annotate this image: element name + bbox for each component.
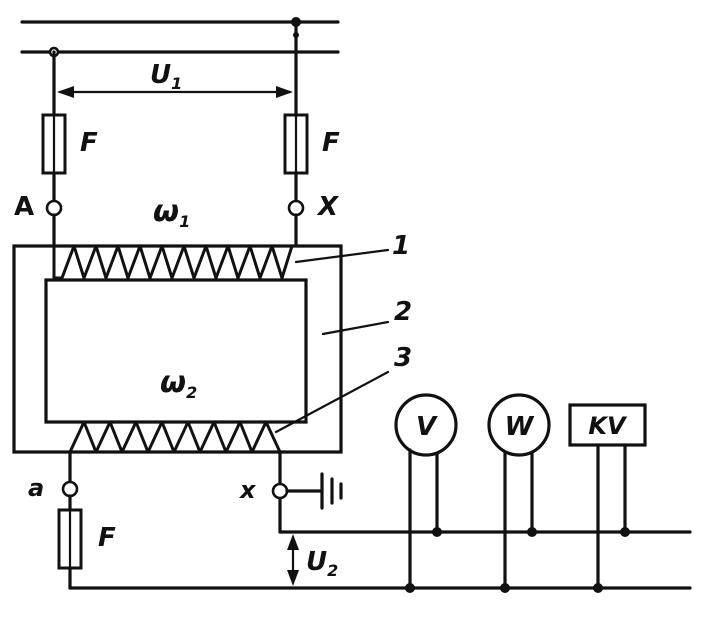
callout-1-leader <box>294 248 390 264</box>
terminal-x <box>271 482 289 500</box>
terminal-A <box>45 199 63 217</box>
voltmeter-label: V <box>416 412 438 442</box>
kilovoltmeter <box>568 403 647 447</box>
u1-arrow-head-left <box>57 86 74 98</box>
callout-2-leader <box>321 320 390 336</box>
junction-dot <box>500 583 510 593</box>
fuse-label-secondary: F <box>98 523 116 553</box>
u2-label: U2 <box>306 547 338 580</box>
terminal-X-label: X <box>316 192 340 222</box>
callout-3: 3 <box>394 343 412 373</box>
terminal-X <box>287 199 305 217</box>
kilovoltmeter-label: KV <box>588 412 628 440</box>
magnetic-core <box>12 244 343 454</box>
callout-3-leader <box>274 370 390 434</box>
callout-1: 1 <box>392 231 410 261</box>
u1-label: U1 <box>150 60 182 93</box>
terminal-A-label: A <box>14 192 34 222</box>
fuse-label-left: F <box>80 128 98 158</box>
junction-dot <box>620 527 630 537</box>
wattmeter <box>487 393 551 457</box>
junction-dot <box>527 527 537 537</box>
u2-arrow-head-up <box>287 534 299 550</box>
wattmeter-label: W <box>505 412 535 442</box>
terminal-a <box>61 480 79 498</box>
winding-primary-label: ω1 <box>153 194 190 231</box>
junction-dot <box>405 583 415 593</box>
u1-arrow-head-right <box>276 86 293 98</box>
fuse-label-right: F <box>322 128 340 158</box>
u2-arrow-head-down <box>287 570 299 586</box>
junction-dot <box>432 527 442 537</box>
voltmeter <box>394 393 458 457</box>
junction-dot <box>593 583 603 593</box>
ground-icon <box>320 472 343 510</box>
secondary-winding <box>68 420 282 454</box>
terminal-a-label: a <box>28 474 44 502</box>
terminal-x-label: x <box>239 476 257 504</box>
callout-2: 2 <box>394 297 412 327</box>
winding-secondary-label: ω2 <box>160 365 197 402</box>
primary-winding <box>52 244 298 280</box>
